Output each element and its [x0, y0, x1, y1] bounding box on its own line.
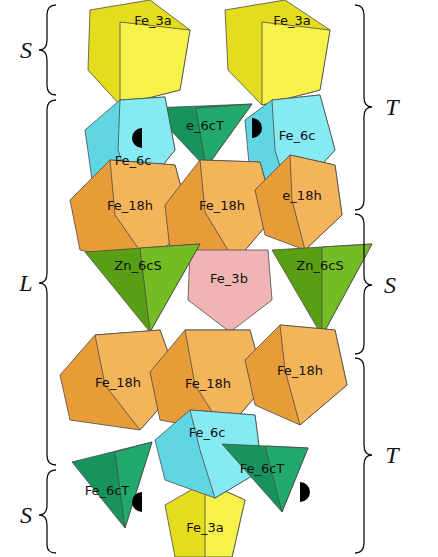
site-label: Zn_6cS [114, 258, 161, 273]
site-label: Fe_18h [185, 376, 231, 391]
atom-dot [252, 118, 262, 138]
layer-letter: T [385, 442, 398, 469]
site-label: Fe_3b [210, 271, 248, 286]
octahedron [245, 325, 347, 425]
brace [39, 5, 56, 95]
site-label: Fe_18h [199, 198, 245, 213]
site-label: Fe_18h [107, 198, 153, 213]
layer-letter: T [385, 94, 398, 121]
octahedron [88, 0, 190, 105]
tetrahedron [72, 442, 152, 528]
octahedron [255, 155, 342, 250]
octahedron [188, 250, 272, 332]
layer-letter: L [19, 270, 32, 297]
site-label: Fe_6cT [240, 461, 285, 476]
site-label: Fe_6c [279, 128, 316, 143]
site-label: Fe_18h [277, 363, 323, 378]
brace [355, 214, 372, 354]
site-label: Fe_3a [273, 13, 311, 28]
site-label: e_18h [282, 188, 321, 203]
tetrahedron-face [265, 446, 308, 512]
brace [355, 5, 372, 210]
brace [39, 100, 56, 465]
brace [39, 470, 56, 553]
site-label: Fe_6c [189, 425, 226, 440]
octahedron-face [262, 22, 330, 105]
atom-dot [132, 128, 142, 148]
site-label: Zn_6cS [296, 258, 343, 273]
brace [355, 358, 372, 553]
layer-letter: S [20, 502, 32, 529]
layer-letter: S [384, 272, 396, 299]
tetrahedron-face [196, 104, 252, 168]
octahedron [225, 0, 330, 105]
atom-dot [300, 482, 310, 502]
site-label: Fe_18h [95, 375, 141, 390]
octahedron-face [290, 155, 342, 250]
site-label: Fe_3a [134, 13, 172, 28]
site-label: Fe_6cT [85, 483, 130, 498]
atom-dot [132, 492, 142, 512]
site-label: e_6cT [186, 118, 224, 133]
site-label: Fe_6c [115, 153, 152, 168]
site-label: Fe_3a [186, 520, 224, 535]
octahedron-face [120, 22, 190, 105]
tetrahedron [85, 244, 200, 332]
tetrahedron [272, 244, 372, 336]
tetrahedron-face [140, 244, 200, 332]
layer-letter: S [20, 37, 32, 64]
tetrahedron [222, 444, 308, 512]
